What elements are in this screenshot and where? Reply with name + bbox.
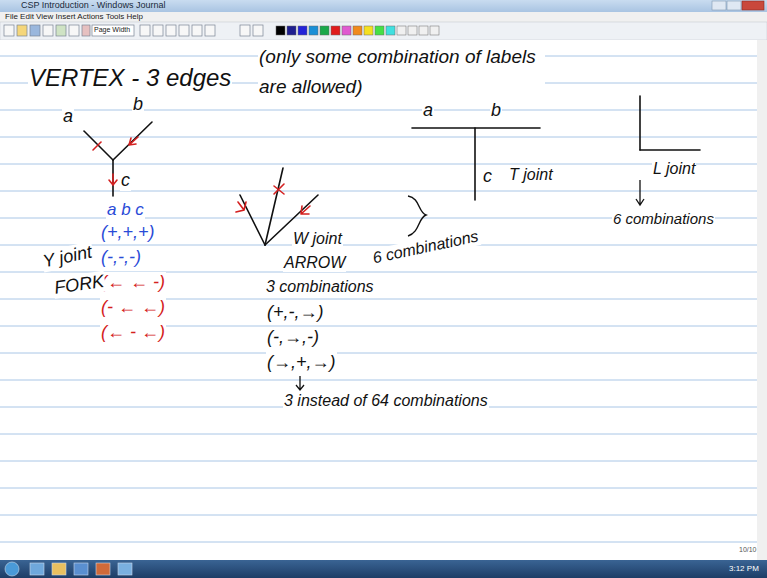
combination-count: 6 combinations <box>370 227 481 268</box>
page-heading: VERTEX - 3 edges <box>28 64 232 92</box>
page-number: 10/10 <box>738 546 758 554</box>
label-combination: (← - ←) <box>100 322 166 343</box>
window-button <box>712 1 726 10</box>
clock: 3:12 PM <box>728 564 760 573</box>
edge-label-marks <box>93 137 138 185</box>
label-combination: (-,-,-) <box>100 247 142 268</box>
paper <box>0 40 767 560</box>
taskbar-icons <box>5 562 132 576</box>
label-combination: (- ← ←) <box>100 297 166 318</box>
fork-junction <box>84 122 152 196</box>
title-bar <box>0 0 767 12</box>
zoom-dropdown: Page Width <box>93 26 131 34</box>
menu-bar-items: File Edit View Insert Actions Tools Help <box>4 12 144 21</box>
junction-name: T joint <box>508 166 554 184</box>
window-title: CSP Introduction - Windows Journal <box>20 0 166 10</box>
combination-count: 6 combinations <box>612 210 715 227</box>
label-combination: (← ← -) <box>100 272 166 293</box>
junction-name: W joint <box>292 230 343 248</box>
combination-count: 3 combinations <box>265 278 375 296</box>
down-arrow <box>296 376 304 390</box>
toolbar <box>0 22 767 40</box>
label-combination: (+,-,→) <box>266 302 325 323</box>
edge-label: b <box>490 100 502 121</box>
column-header: a b c <box>106 200 145 220</box>
ruled-lines <box>0 56 767 542</box>
label-combination: (+,+,+) <box>100 222 156 243</box>
window-button <box>727 1 741 10</box>
handwritten-note: (only some combination of labels are all… <box>258 42 545 102</box>
edge-label: a <box>422 100 434 121</box>
junction-name: FORK <box>52 271 106 299</box>
edge-label: b <box>132 94 144 115</box>
junction-name: ARROW <box>283 254 346 272</box>
l-junction <box>640 96 700 150</box>
menu-bar <box>0 12 767 22</box>
handwritten-note: 3 instead of 64 combinations <box>283 392 489 410</box>
label-combination: (-,→,-) <box>266 327 320 348</box>
label-combination: (→,+,→) <box>266 352 337 373</box>
junction-name: Y joint <box>40 241 95 272</box>
pen-color-swatches <box>276 26 439 35</box>
toolbar-icons <box>4 25 263 36</box>
edge-label: c <box>482 166 493 187</box>
scroll-bar <box>757 40 767 560</box>
t-junction <box>412 128 540 200</box>
edge-label: c <box>120 170 131 191</box>
taskbar <box>0 560 767 578</box>
edge-label-marks <box>236 184 310 214</box>
edge-label: a <box>62 106 74 127</box>
down-arrow <box>636 180 644 205</box>
junction-name: L joint <box>652 160 696 178</box>
brace <box>408 196 426 236</box>
close-button <box>742 1 764 10</box>
